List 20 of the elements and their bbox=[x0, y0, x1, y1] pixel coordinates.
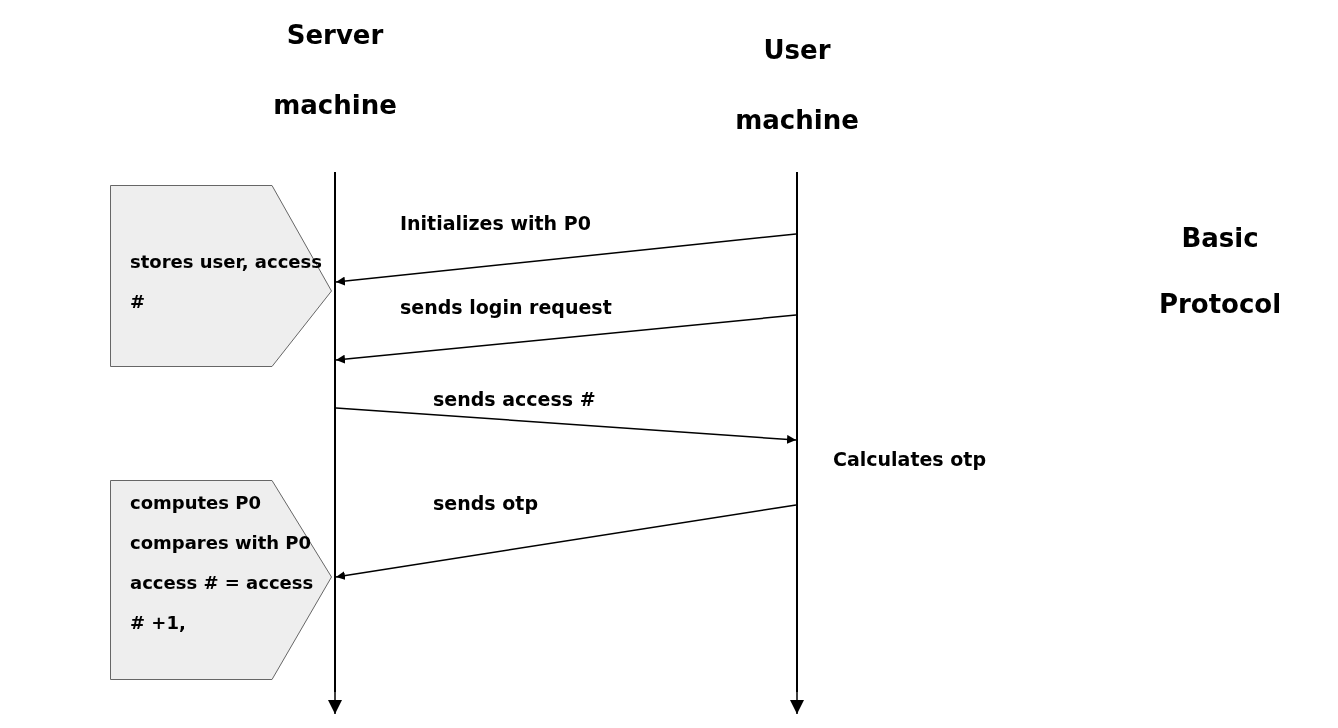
message-arrow bbox=[335, 407, 797, 444]
message-arrow bbox=[335, 314, 797, 364]
lifeline bbox=[796, 172, 798, 692]
note-text: compares with P0 bbox=[130, 531, 313, 555]
lifeline-heading: User machine bbox=[734, 34, 860, 137]
annotation-text: Calculates otp bbox=[833, 447, 988, 472]
lifeline bbox=[334, 172, 336, 692]
edge-label: Initializes with P0 bbox=[400, 212, 591, 234]
edge-label: sends login request bbox=[400, 296, 612, 318]
note-text: stores user, access # bbox=[130, 250, 323, 314]
lifeline-heading: Server machine bbox=[272, 19, 398, 122]
lifeline-arrow bbox=[328, 691, 342, 715]
edge-label: sends otp bbox=[433, 492, 538, 514]
note-text: access # = access # +1, bbox=[130, 571, 315, 635]
diagram-heading: Basic Protocol bbox=[1157, 222, 1283, 321]
message-arrow bbox=[335, 504, 797, 581]
lifeline-arrow bbox=[790, 691, 804, 715]
note-text: computes P0 bbox=[130, 491, 262, 515]
edge-label: sends access # bbox=[433, 388, 596, 410]
message-arrow bbox=[335, 233, 797, 286]
